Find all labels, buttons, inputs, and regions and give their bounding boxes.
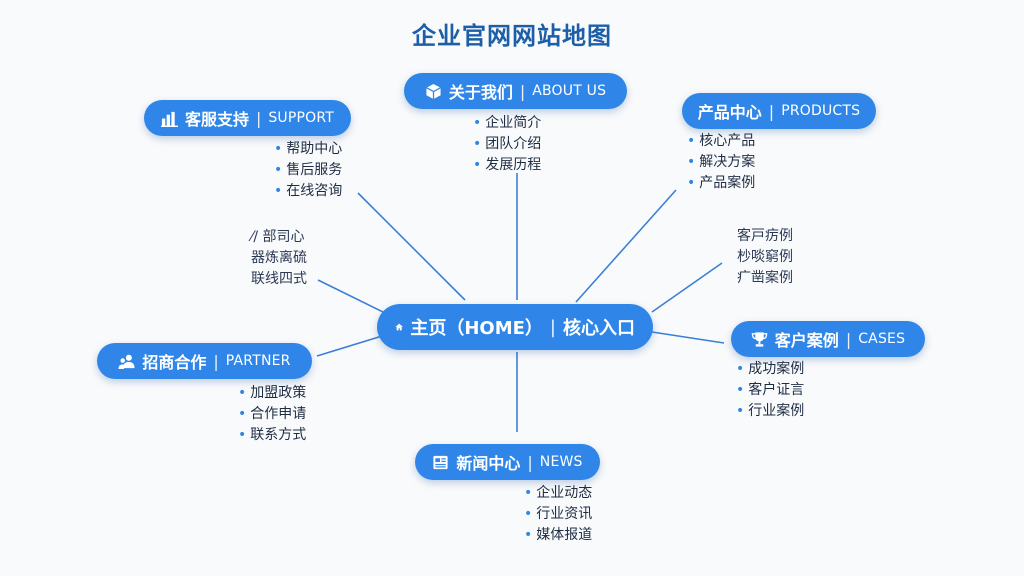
edge-products [575,189,677,303]
node-support-label: 客服支持 [184,110,249,129]
list-item[interactable]: •行业资讯 [524,506,593,522]
list-item[interactable]: •产品案例 [687,175,756,191]
list-item[interactable]: •媒体报道 [524,527,593,543]
bar-chart-icon [160,111,178,127]
floating-text-left: ⁄/ 部司心 器炼离硫 联线四式 [251,229,307,287]
list-item[interactable]: •发展历程 [473,157,542,173]
node-cases-label: 客户案例 [774,331,839,350]
list-item[interactable]: •在线咨询 [274,183,343,199]
home-icon [395,323,403,331]
list-item[interactable]: •企业简介 [473,115,542,131]
separator: | [527,452,533,472]
cases-items: •成功案例 •客户证言 •行业案例 [736,359,804,422]
trophy-icon [751,331,768,347]
list-item[interactable]: •联系方式 [238,427,307,443]
node-news[interactable]: 新闻中心 | NEWS [415,444,600,480]
home-node[interactable]: 主页（HOME） | 核心入口 [377,304,653,350]
node-about-en: ABOUT US [532,83,607,99]
support-items: •帮助中心 •售后服务 •在线咨询 [274,139,342,202]
list-item[interactable]: •成功案例 [736,361,805,377]
edge-float-left [317,279,384,313]
edge-partner [316,335,383,357]
list-item[interactable]: •行业案例 [736,403,805,419]
node-partner-label: 招商合作 [142,353,207,372]
floating-text-right: 客戸疠例 杪啖窮例 疒凿案例 [737,228,793,286]
list-item[interactable]: •客户证言 [736,382,805,398]
node-support[interactable]: 客服支持 | SUPPORT [144,100,351,136]
list-item[interactable]: •帮助中心 [274,141,343,157]
node-about-label: 关于我们 [448,83,513,102]
about-items: •企业简介 •团队介绍 •发展历程 [473,113,541,176]
products-items: •核心产品 •解决方案 •产品案例 [687,131,755,194]
node-about[interactable]: 关于我们 | ABOUT US [404,73,627,109]
edge-float-right [651,262,723,313]
edge-support [357,192,466,301]
separator: | [255,108,262,128]
list-item[interactable]: •核心产品 [687,133,756,149]
newspaper-icon [433,455,448,469]
separator: | [519,81,526,101]
users-icon [118,354,135,369]
node-cases[interactable]: 客户案例 | CASES [731,321,925,357]
home-label: 主页（HOME） [410,318,543,339]
partner-items: •加盟政策 •合作申请 •联系方式 [238,383,306,446]
node-support-en: SUPPORT [268,110,335,126]
list-item[interactable]: •售后服务 [274,162,343,178]
list-item[interactable]: •解决方案 [687,154,756,170]
list-item[interactable]: •合作申请 [238,406,307,422]
node-cases-en: CASES [858,331,906,347]
separator: | [845,329,852,349]
separator: | [768,101,775,121]
node-news-label: 新闻中心 [456,454,521,473]
node-products-label: 产品中心 [697,103,762,122]
home-sub: 核心入口 [563,318,635,339]
node-partner[interactable]: 招商合作 | PARTNER [97,343,312,379]
node-products[interactable]: 产品中心 | PRODUCTS [682,93,876,129]
node-products-en: PRODUCTS [781,103,861,119]
list-item[interactable]: •企业动态 [524,485,593,501]
list-item[interactable]: •加盟政策 [238,385,307,401]
list-item[interactable]: •团队介绍 [473,136,542,152]
edge-cases [651,331,725,344]
node-partner-en: PARTNER [225,353,291,369]
separator: | [213,351,219,371]
page-title: 企业官网网站地图 [412,22,612,50]
node-news-en: NEWS [539,454,583,470]
news-items: •企业动态 •行业资讯 •媒体报道 [524,483,592,546]
cube-icon [425,83,441,99]
home-separator: | [549,316,556,338]
